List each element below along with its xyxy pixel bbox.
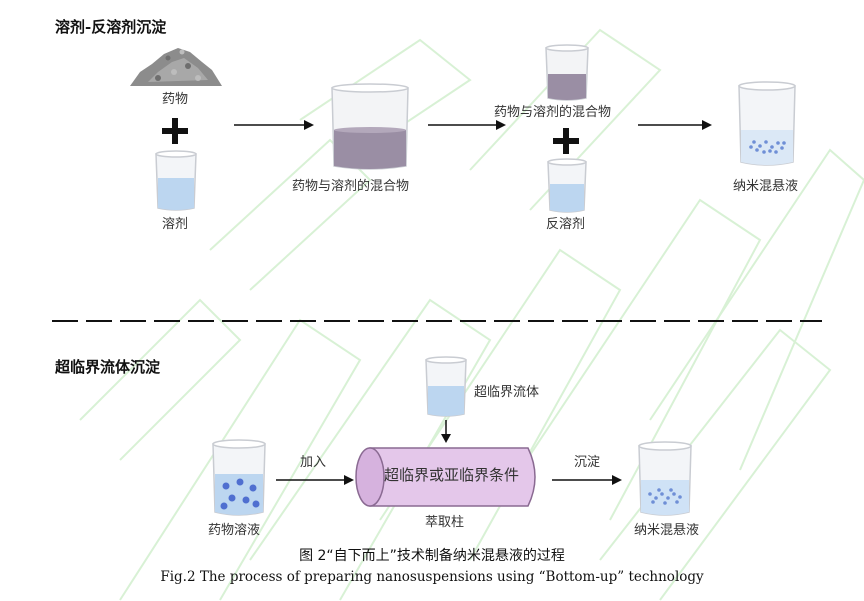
plus-icon: [162, 118, 188, 144]
drug-solution-beaker-icon: [212, 439, 266, 516]
figure-caption-zh: 图 2“自下而上”技术制备纳米混悬液的过程: [299, 548, 565, 564]
section-divider: [52, 320, 822, 322]
mixture-small-beaker-icon: [545, 44, 589, 101]
plus-icon: [553, 128, 579, 154]
supercritical-fluid-label: 超临界流体: [474, 385, 540, 400]
nanosuspension-label: 纳米混悬液: [733, 179, 799, 194]
drug-solution-label: 药物溶液: [208, 523, 261, 538]
arrow-icon: [276, 475, 354, 485]
mixture-label: 药物与溶剂的混合物: [292, 179, 410, 194]
antisolvent-beaker-icon: [547, 158, 587, 213]
nanosuspension-beaker-icon: [638, 441, 692, 516]
mixture-beaker-icon: [331, 83, 409, 170]
solvent-label: 溶剂: [162, 217, 189, 232]
section1-title: 溶剂-反溶剂沉淀: [55, 18, 167, 36]
supercritical-fluid-beaker-icon: [425, 356, 467, 417]
column-condition-text: 超临界或亚临界条件: [384, 466, 520, 484]
figure-caption-en: Fig.2 The process of preparing nanosuspe…: [160, 569, 704, 585]
solvent-beaker-icon: [155, 150, 197, 211]
nanosuspension-label: 纳米混悬液: [634, 523, 700, 538]
extraction-column-icon: [355, 447, 536, 507]
precipitate-label: 沉淀: [574, 455, 601, 470]
arrow-icon: [638, 120, 712, 130]
mixture-small-label: 药物与溶剂的混合物: [494, 105, 612, 120]
antisolvent-label: 反溶剂: [546, 217, 586, 232]
section2-title: 超临界流体沉淀: [55, 358, 161, 376]
down-arrow-icon: [441, 420, 451, 443]
arrow-icon: [552, 475, 622, 485]
add-label: 加入: [300, 455, 327, 470]
arrow-icon: [234, 120, 314, 130]
arrow-icon: [428, 120, 506, 130]
drug-powder-icon: [130, 48, 222, 86]
drug-label: 药物: [162, 92, 189, 107]
extraction-column-label: 萃取柱: [425, 515, 465, 530]
nanosuspension-beaker-icon: [738, 81, 796, 166]
